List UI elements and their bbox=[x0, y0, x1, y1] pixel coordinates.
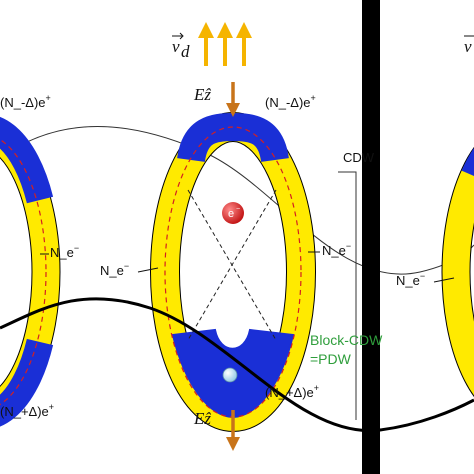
n-right-label: N_e− bbox=[396, 271, 425, 288]
thin-wave-line bbox=[0, 126, 474, 275]
svg-text:v: v bbox=[172, 37, 180, 56]
top-center-label: (N_-Δ)e+ bbox=[265, 93, 316, 110]
electron-label: e bbox=[228, 208, 234, 220]
n-left-label: N_e− bbox=[50, 243, 79, 260]
divider-bar bbox=[362, 0, 380, 474]
bold-wave-line bbox=[0, 297, 474, 433]
right-ring bbox=[441, 147, 474, 397]
drift-velocity-arrows bbox=[198, 22, 252, 66]
pdw-label: =PDW bbox=[310, 351, 352, 367]
vd-label: v d bbox=[172, 32, 190, 61]
bottom-center-label: (N_+Δ)e+ bbox=[265, 383, 319, 400]
svg-text:−: − bbox=[236, 206, 240, 213]
ez-bottom-label: Eẑ bbox=[193, 409, 211, 428]
edge-v-label: v bbox=[464, 37, 472, 56]
cdw-label: CDW bbox=[343, 150, 375, 165]
n-center-left-label: N_e− bbox=[100, 261, 129, 278]
dashed-cross-2 bbox=[187, 189, 277, 341]
left-ring-dash bbox=[0, 138, 47, 406]
hole-sphere bbox=[222, 367, 238, 383]
left-ring bbox=[0, 117, 61, 427]
cdw-axis bbox=[338, 171, 357, 420]
bottom-left-label: (N_+Δ)e+ bbox=[0, 402, 54, 419]
ez-top-label: Eẑ bbox=[193, 85, 211, 104]
svg-text:d: d bbox=[181, 42, 190, 61]
block-cdw-label: Block-CDW bbox=[310, 332, 383, 348]
center-ring-top-blue bbox=[177, 112, 289, 163]
electron-sphere bbox=[222, 202, 244, 224]
top-left-label: (N_-Δ)e+ bbox=[0, 93, 51, 110]
n-center-right-label: N_e− bbox=[322, 241, 351, 258]
